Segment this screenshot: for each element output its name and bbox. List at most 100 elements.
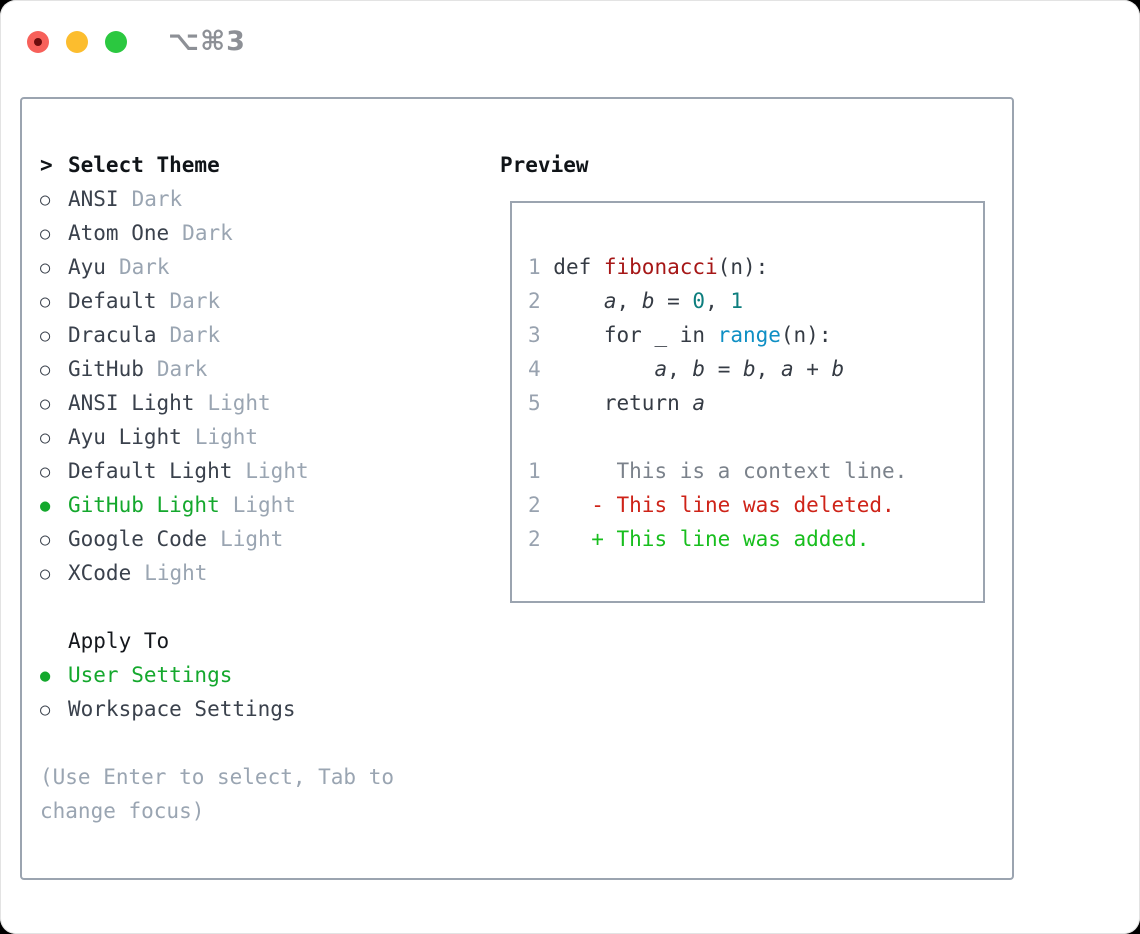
code-token [541, 289, 604, 313]
apply-to-option[interactable]: ○ Workspace Settings [40, 692, 484, 726]
radio-icon[interactable]: ○ [40, 258, 51, 278]
theme-variant: Dark [118, 255, 170, 279]
theme-variant: Dark [182, 221, 233, 245]
line-number: 3 [528, 323, 541, 347]
theme-variant: Light [245, 459, 309, 483]
code-token: (n): [717, 255, 769, 279]
theme-name: GitHub Light [68, 493, 220, 517]
theme-name: Atom One [68, 221, 170, 245]
zoom-button[interactable] [105, 30, 127, 53]
spacer [40, 726, 484, 760]
code-token: a [780, 357, 794, 381]
code-token: , [667, 357, 693, 381]
spacer [528, 420, 983, 454]
line-number: 2 [528, 493, 541, 517]
diff-line-deleted: 2 - This line was deleted. [528, 488, 983, 522]
apply-to-option-label: Workspace Settings [68, 697, 296, 721]
hint-line-1: (Use Enter to select, Tab to [40, 765, 395, 789]
code-token: a [692, 391, 706, 415]
theme-variant: Light [207, 391, 271, 415]
radio-icon[interactable]: ○ [40, 360, 51, 380]
diff-line-text: + This line was added. [540, 527, 870, 551]
apply-to-label: Apply To [68, 629, 170, 653]
theme-name: Dracula [68, 323, 157, 347]
code-token: fibonacci [603, 255, 718, 279]
code-token: , [616, 289, 642, 313]
theme-variant: Dark [169, 323, 221, 347]
theme-name: GitHub [68, 357, 144, 381]
code-token: (n): [780, 323, 832, 347]
close-button[interactable] [27, 30, 49, 53]
diff-line-text: - This line was deleted. [540, 493, 895, 517]
code-token [541, 357, 655, 381]
preview-column: Preview 1 def fibonacci(n):2 a, b = 0, 1… [484, 148, 1012, 878]
code-token: b [692, 357, 706, 381]
theme-list-item[interactable]: ● GitHub Light Light [40, 488, 484, 522]
line-number: 1 [528, 255, 541, 279]
diff-line-added: 2 + This line was added. [528, 522, 983, 556]
theme-variant: Dark [156, 357, 208, 381]
hint-line-2: change focus) [40, 799, 205, 823]
theme-list-item[interactable]: ○ Ayu Light Light [40, 420, 484, 454]
theme-list-item[interactable]: ○ Google Code Light [40, 522, 484, 556]
line-number: 5 [528, 391, 541, 415]
radio-icon[interactable]: ○ [40, 292, 51, 312]
code-token: = [654, 289, 693, 313]
titlebar: ⌥⌘3 [27, 26, 246, 57]
theme-list-item[interactable]: ○ GitHub Dark [40, 352, 484, 386]
radio-icon[interactable]: ○ [40, 428, 51, 448]
code-token: 1 [730, 289, 744, 313]
theme-list-item[interactable]: ○ XCode Light [40, 556, 484, 590]
theme-list-item[interactable]: ○ Dracula Dark [40, 318, 484, 352]
code-token: , [755, 357, 781, 381]
theme-name: XCode [68, 561, 132, 585]
theme-variant: Light [144, 561, 208, 585]
radio-selected-icon[interactable]: ● [40, 496, 51, 516]
theme-variant: Light [220, 527, 284, 551]
line-number: 4 [528, 357, 541, 381]
radio-icon[interactable]: ○ [40, 462, 51, 482]
theme-list-item[interactable]: ○ Atom One Dark [40, 216, 484, 250]
code-token: def [540, 255, 604, 279]
theme-list-item[interactable]: ○ ANSI Light Light [40, 386, 484, 420]
code-line: 4 a, b = b, a + b [528, 352, 983, 386]
radio-icon[interactable]: ○ [40, 700, 51, 720]
radio-icon[interactable]: ○ [40, 326, 51, 346]
apply-to-option[interactable]: ●User Settings [40, 658, 484, 692]
code-token: range [717, 323, 781, 347]
apply-to-header: Apply To [40, 624, 484, 658]
code-token: a [654, 357, 668, 381]
theme-variant: Light [232, 493, 296, 517]
theme-name: Ayu Light [68, 425, 182, 449]
spacer [40, 590, 484, 624]
line-number: 2 [528, 289, 541, 313]
theme-variant: Light [194, 425, 259, 449]
radio-icon[interactable]: ○ [40, 224, 51, 244]
radio-icon[interactable]: ○ [40, 530, 51, 550]
radio-icon[interactable]: ○ [40, 394, 51, 414]
preview-label: Preview [500, 153, 589, 177]
minimize-button[interactable] [66, 30, 88, 53]
apply-to-list: ●User Settings ○ Workspace Settings [40, 658, 484, 726]
theme-name: ANSI Light [68, 391, 195, 415]
theme-name: Google Code [68, 527, 208, 551]
diff-line-text: This is a context line. [540, 459, 908, 483]
theme-variant: Dark [169, 289, 221, 313]
code-line: 5 return a [528, 386, 983, 420]
diff-preview: 1 This is a context line. 2 - This line w… [528, 454, 983, 556]
line-number: 1 [528, 459, 541, 483]
radio-icon[interactable]: ○ [40, 190, 51, 210]
radio-selected-icon[interactable]: ● [40, 666, 51, 686]
code-token: , [705, 289, 731, 313]
radio-icon[interactable]: ○ [40, 564, 51, 584]
code-token: 0 [692, 289, 706, 313]
